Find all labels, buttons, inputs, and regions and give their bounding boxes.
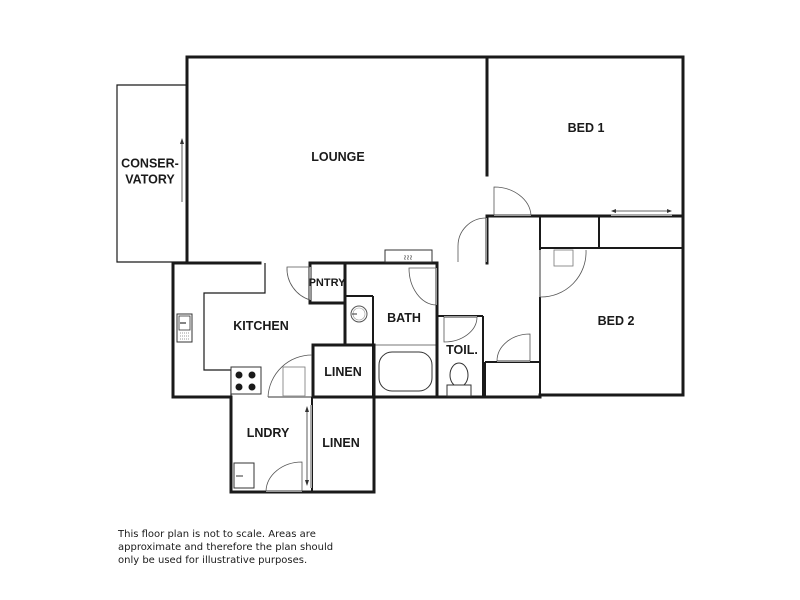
disclaimer-line-3: only be used for illustrative purposes. (118, 555, 308, 566)
toilet-walls (437, 315, 484, 397)
room-label-bed1: BED 1 (567, 121, 605, 136)
room-label-linen-upper: LINEN (324, 365, 362, 380)
room-label-linen-lower: LINEN (322, 436, 360, 451)
disclaimer-text: This floor plan is not to scale. Areas a… (118, 528, 378, 567)
bed2-walls (538, 249, 685, 397)
room-label-lounge: LOUNGE (311, 150, 365, 165)
conservatory-label-line1: CONSER- (121, 156, 179, 171)
room-label-bath: BATH (387, 311, 421, 326)
hall-cupboard (483, 333, 542, 399)
room-label-pantry: PNTRY (308, 277, 346, 290)
disclaimer-line-2: approximate and therefore the plan shoul… (118, 542, 334, 553)
room-label-kitchen: KITCHEN (233, 319, 289, 334)
lounge-walls (171, 55, 685, 265)
kitchen-walls (171, 261, 376, 399)
heater-fixture: ≀≀≀ (384, 249, 433, 263)
room-label-bed2: BED 2 (597, 314, 635, 329)
disclaimer-line-1: This floor plan is not to scale. Areas a… (118, 529, 316, 540)
room-label-conservatory: CONSER- VATORY (121, 156, 179, 187)
lounge-door (457, 217, 487, 262)
room-label-laundry: LNDRY (246, 426, 290, 441)
laundry-linen-walls (229, 343, 376, 494)
bed1-walls (485, 55, 685, 397)
svg-text:≀≀≀: ≀≀≀ (404, 253, 413, 262)
room-label-toilet: TOIL. (446, 343, 478, 358)
conservatory-label-line2: VATORY (125, 172, 175, 186)
